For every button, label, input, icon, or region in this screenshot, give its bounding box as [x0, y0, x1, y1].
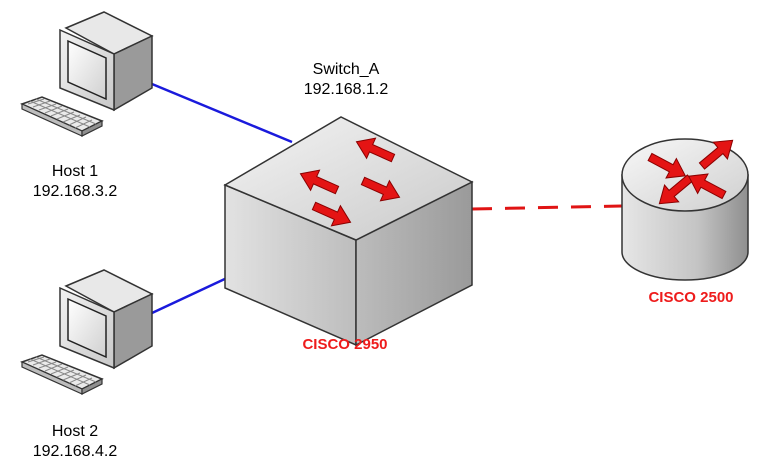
switch-icon [223, 116, 474, 347]
host2-ip: 192.168.4.2 [32, 443, 118, 460]
switch-ip: 192.168.1.2 [303, 81, 389, 98]
switch-name: Switch_A [312, 61, 380, 78]
host2-label: Host 2 192.168.4.2 [20, 422, 130, 462]
switch-label: Switch_A 192.168.1.2 [286, 60, 406, 100]
host1-label: Host 1 192.168.3.2 [20, 162, 130, 202]
router-model-label: CISCO 2500 [648, 289, 734, 306]
switch-model-label: CISCO 2950 [302, 336, 388, 353]
host2-name: Host 2 [51, 423, 99, 440]
link-switch-router [471, 204, 623, 211]
link-host1-switch [151, 82, 293, 144]
router-icon [621, 131, 749, 281]
desktop-computer-icon [21, 269, 153, 395]
host1-name: Host 1 [51, 163, 99, 180]
host1-ip: 192.168.3.2 [32, 183, 118, 200]
desktop-computer-icon [21, 11, 153, 137]
